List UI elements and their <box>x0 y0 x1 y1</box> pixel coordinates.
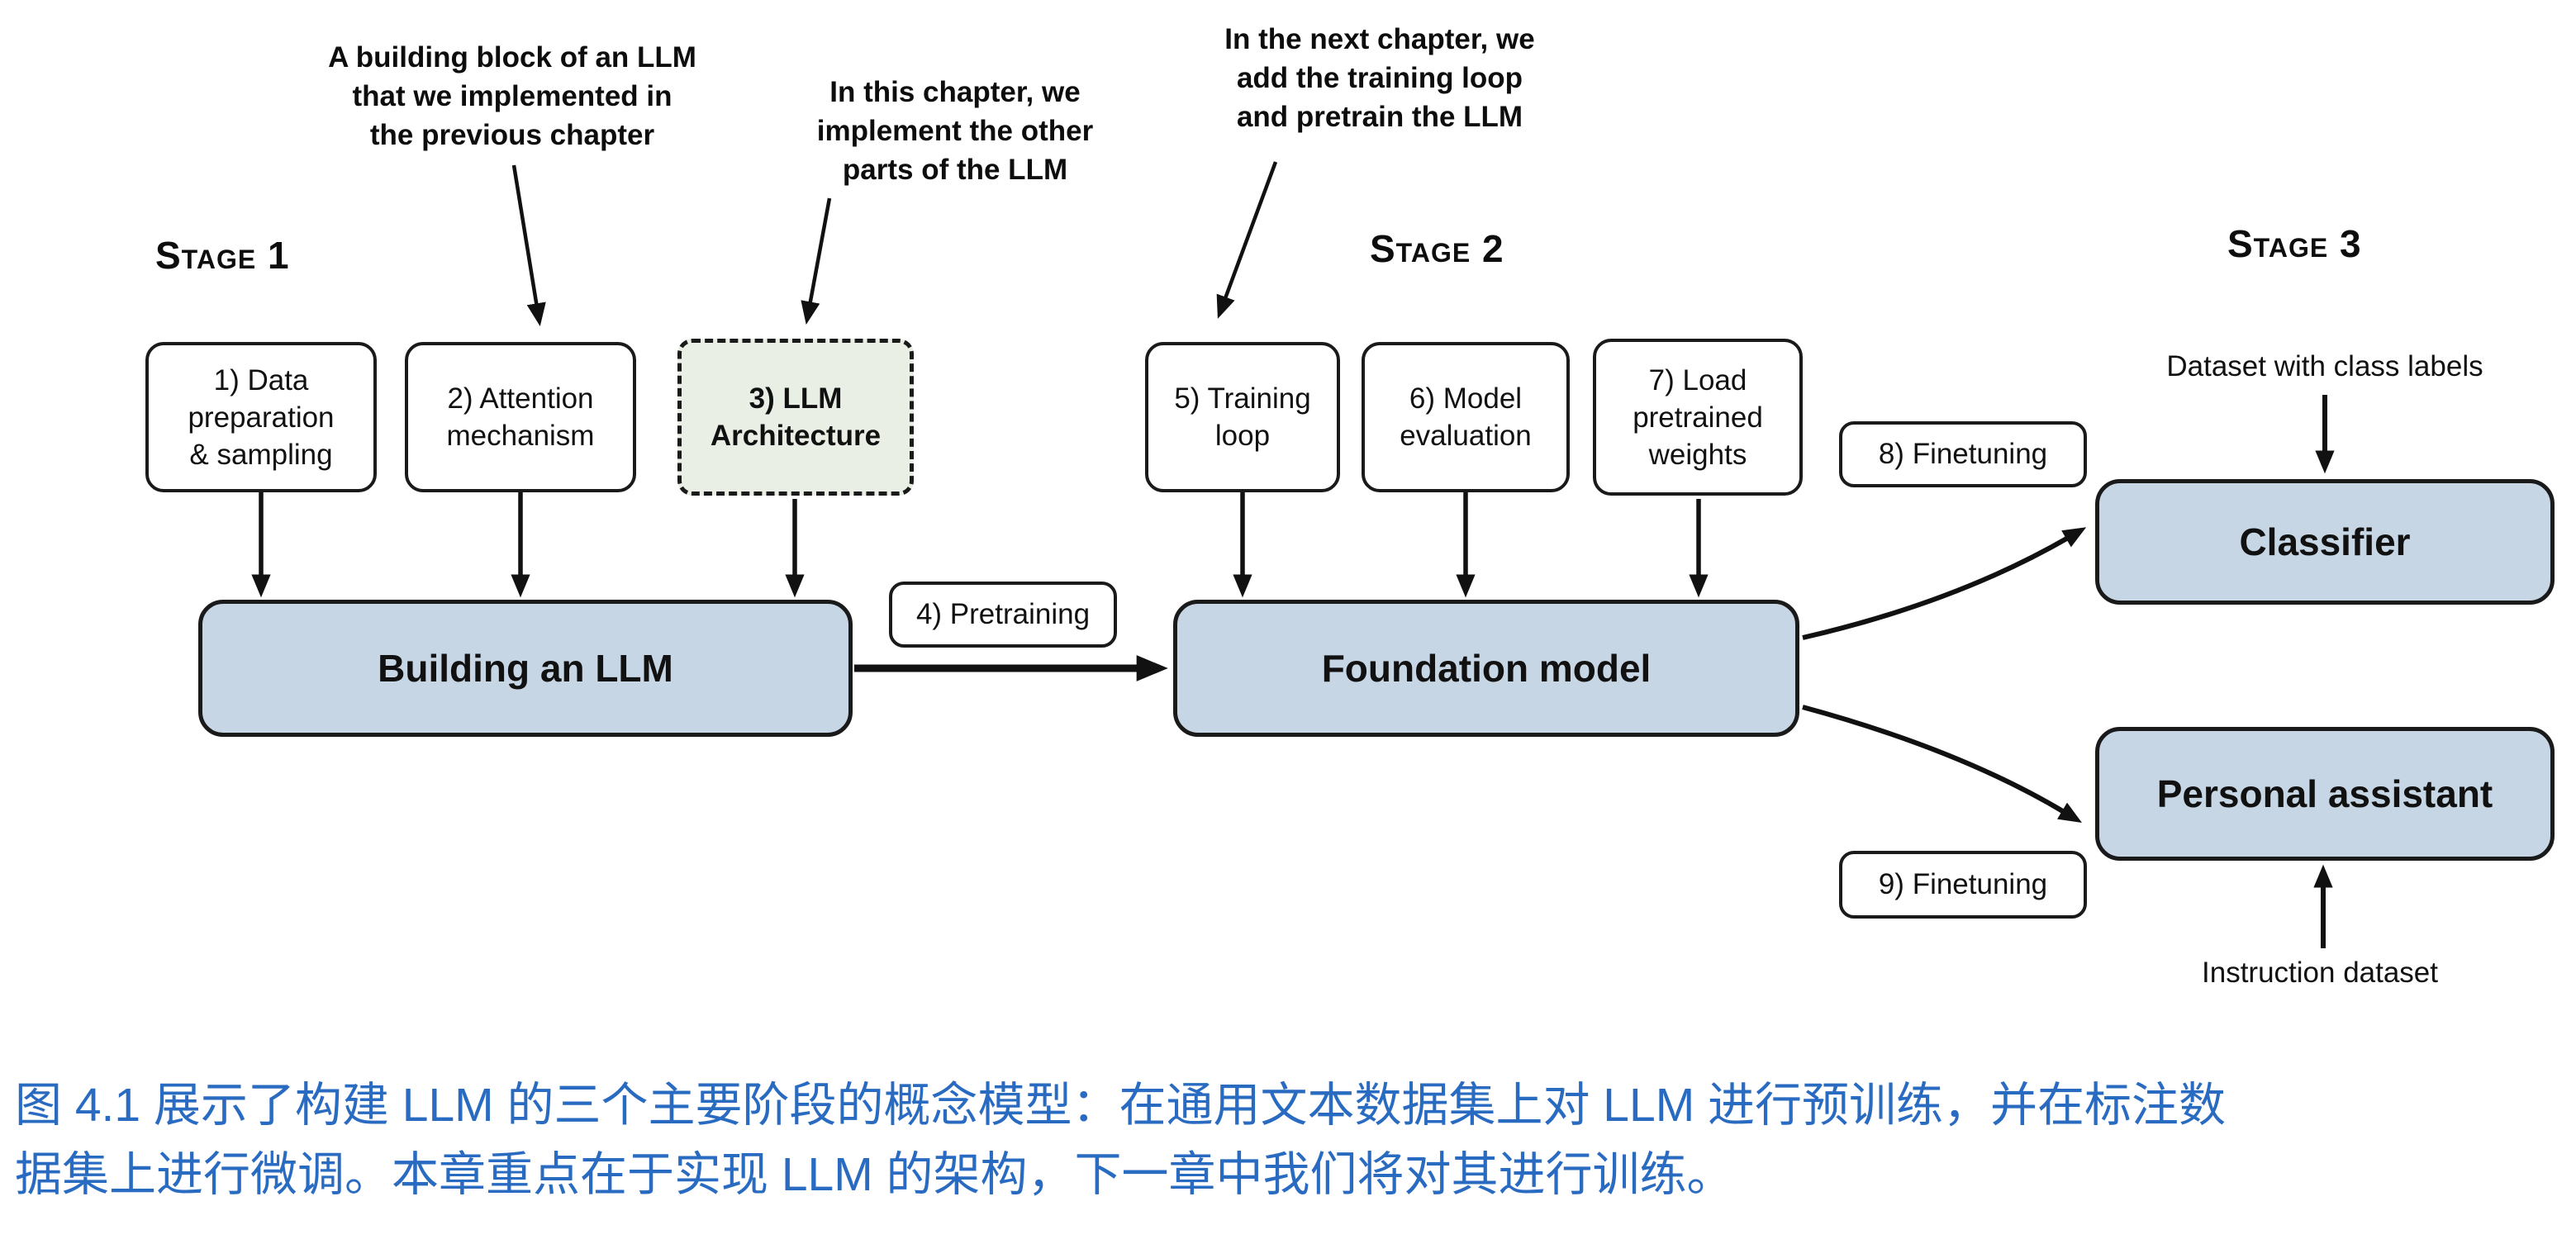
box-label-line: 1) Data <box>213 363 309 396</box>
stage-2-heading: Stage 2 <box>1370 227 1504 270</box>
box-label-line: preparation <box>188 401 335 434</box>
box-attention-mechanism: 2) Attention mechanism <box>405 342 636 492</box>
arrow-ann-this-to-architecture <box>801 197 832 325</box>
label-instruction-dataset: Instruction dataset <box>2202 957 2438 989</box>
annotation-line: parts of the LLM <box>842 154 1068 186</box>
box-finetuning-assistant: 9) Finetuning <box>1839 851 2087 919</box>
box-label-line: loop <box>1214 420 1271 452</box>
box-training-loop: 5) Training loop <box>1145 342 1340 492</box>
box-foundation-model: Foundation model <box>1173 600 1799 737</box>
annotation-line: the previous chapter <box>369 119 655 151</box>
box-llm-architecture: 3) LLM Architecture <box>677 339 914 496</box>
box-personal-assistant: Personal assistant <box>2095 727 2555 861</box>
arrow-ann-next-to-training-loop <box>1216 161 1278 319</box>
annotation-this-chapter: In this chapter, we implement the other … <box>765 73 1145 189</box>
box-label-line: evaluation <box>1400 420 1532 452</box>
annotation-line: that we implemented in <box>352 80 673 112</box>
annotation-line: implement the other <box>816 115 1094 147</box>
annotation-line: A building block of an LLM <box>328 41 696 74</box>
box-classifier: Classifier <box>2095 479 2555 605</box>
box-label-line: 3) LLM <box>749 382 843 415</box>
box-finetuning-classifier: 8) Finetuning <box>1839 421 2087 487</box>
box-building-an-llm: Building an LLM <box>198 600 853 737</box>
annotation-line: add the training loop <box>1236 62 1523 94</box>
box-load-pretrained-weights: 7) Load pretrained weights <box>1593 339 1803 496</box>
box-label-line: pretrained <box>1633 401 1763 434</box>
box-label-line: 7) Load <box>1648 363 1747 396</box>
annotation-line: In this chapter, we <box>829 76 1081 108</box>
box-label-line: Architecture <box>710 420 882 452</box>
caption-line: 据集上进行微调。本章重点在于实现 LLM 的架构，下一章中我们将对其进行训练。 <box>15 1148 1734 1201</box>
box-data-preparation: 1) Data preparation & sampling <box>145 342 377 492</box>
arrow-foundation-to-classifier <box>1802 527 2087 640</box>
stage-1-heading: Stage 1 <box>155 234 290 277</box>
box-model-evaluation: 6) Model evaluation <box>1362 342 1570 492</box>
box-label-line: 5) Training <box>1174 382 1311 415</box>
label-dataset-with-class-labels: Dataset with class labels <box>2166 350 2483 382</box>
box-label-line: & sampling <box>189 438 333 471</box>
box-label-line: mechanism <box>446 420 595 452</box>
annotation-previous-chapter: A building block of an LLM that we imple… <box>281 38 744 154</box>
annotation-next-chapter: In the next chapter, we add the training… <box>1165 20 1595 136</box>
box-label-line: weights <box>1648 438 1747 471</box>
caption-line: 图 4.1 展示了构建 LLM 的三个主要阶段的概念模型：在通用文本数据集上对 … <box>15 1079 2227 1132</box>
figure-caption: 图 4.1 展示了构建 LLM 的三个主要阶段的概念模型：在通用文本数据集上对 … <box>15 1071 2564 1209</box>
arrow-ann-prev-to-attention <box>511 164 546 327</box>
box-label-line: 2) Attention <box>447 382 594 415</box>
annotation-line: In the next chapter, we <box>1224 23 1535 55</box>
stage-3-heading: Stage 3 <box>2227 222 2362 265</box>
arrow-foundation-to-assistant <box>1802 705 2083 824</box>
box-label-line: 6) Model <box>1409 382 1523 415</box>
annotation-line: and pretrain the LLM <box>1236 101 1523 133</box>
box-pretraining: 4) Pretraining <box>889 582 1117 648</box>
